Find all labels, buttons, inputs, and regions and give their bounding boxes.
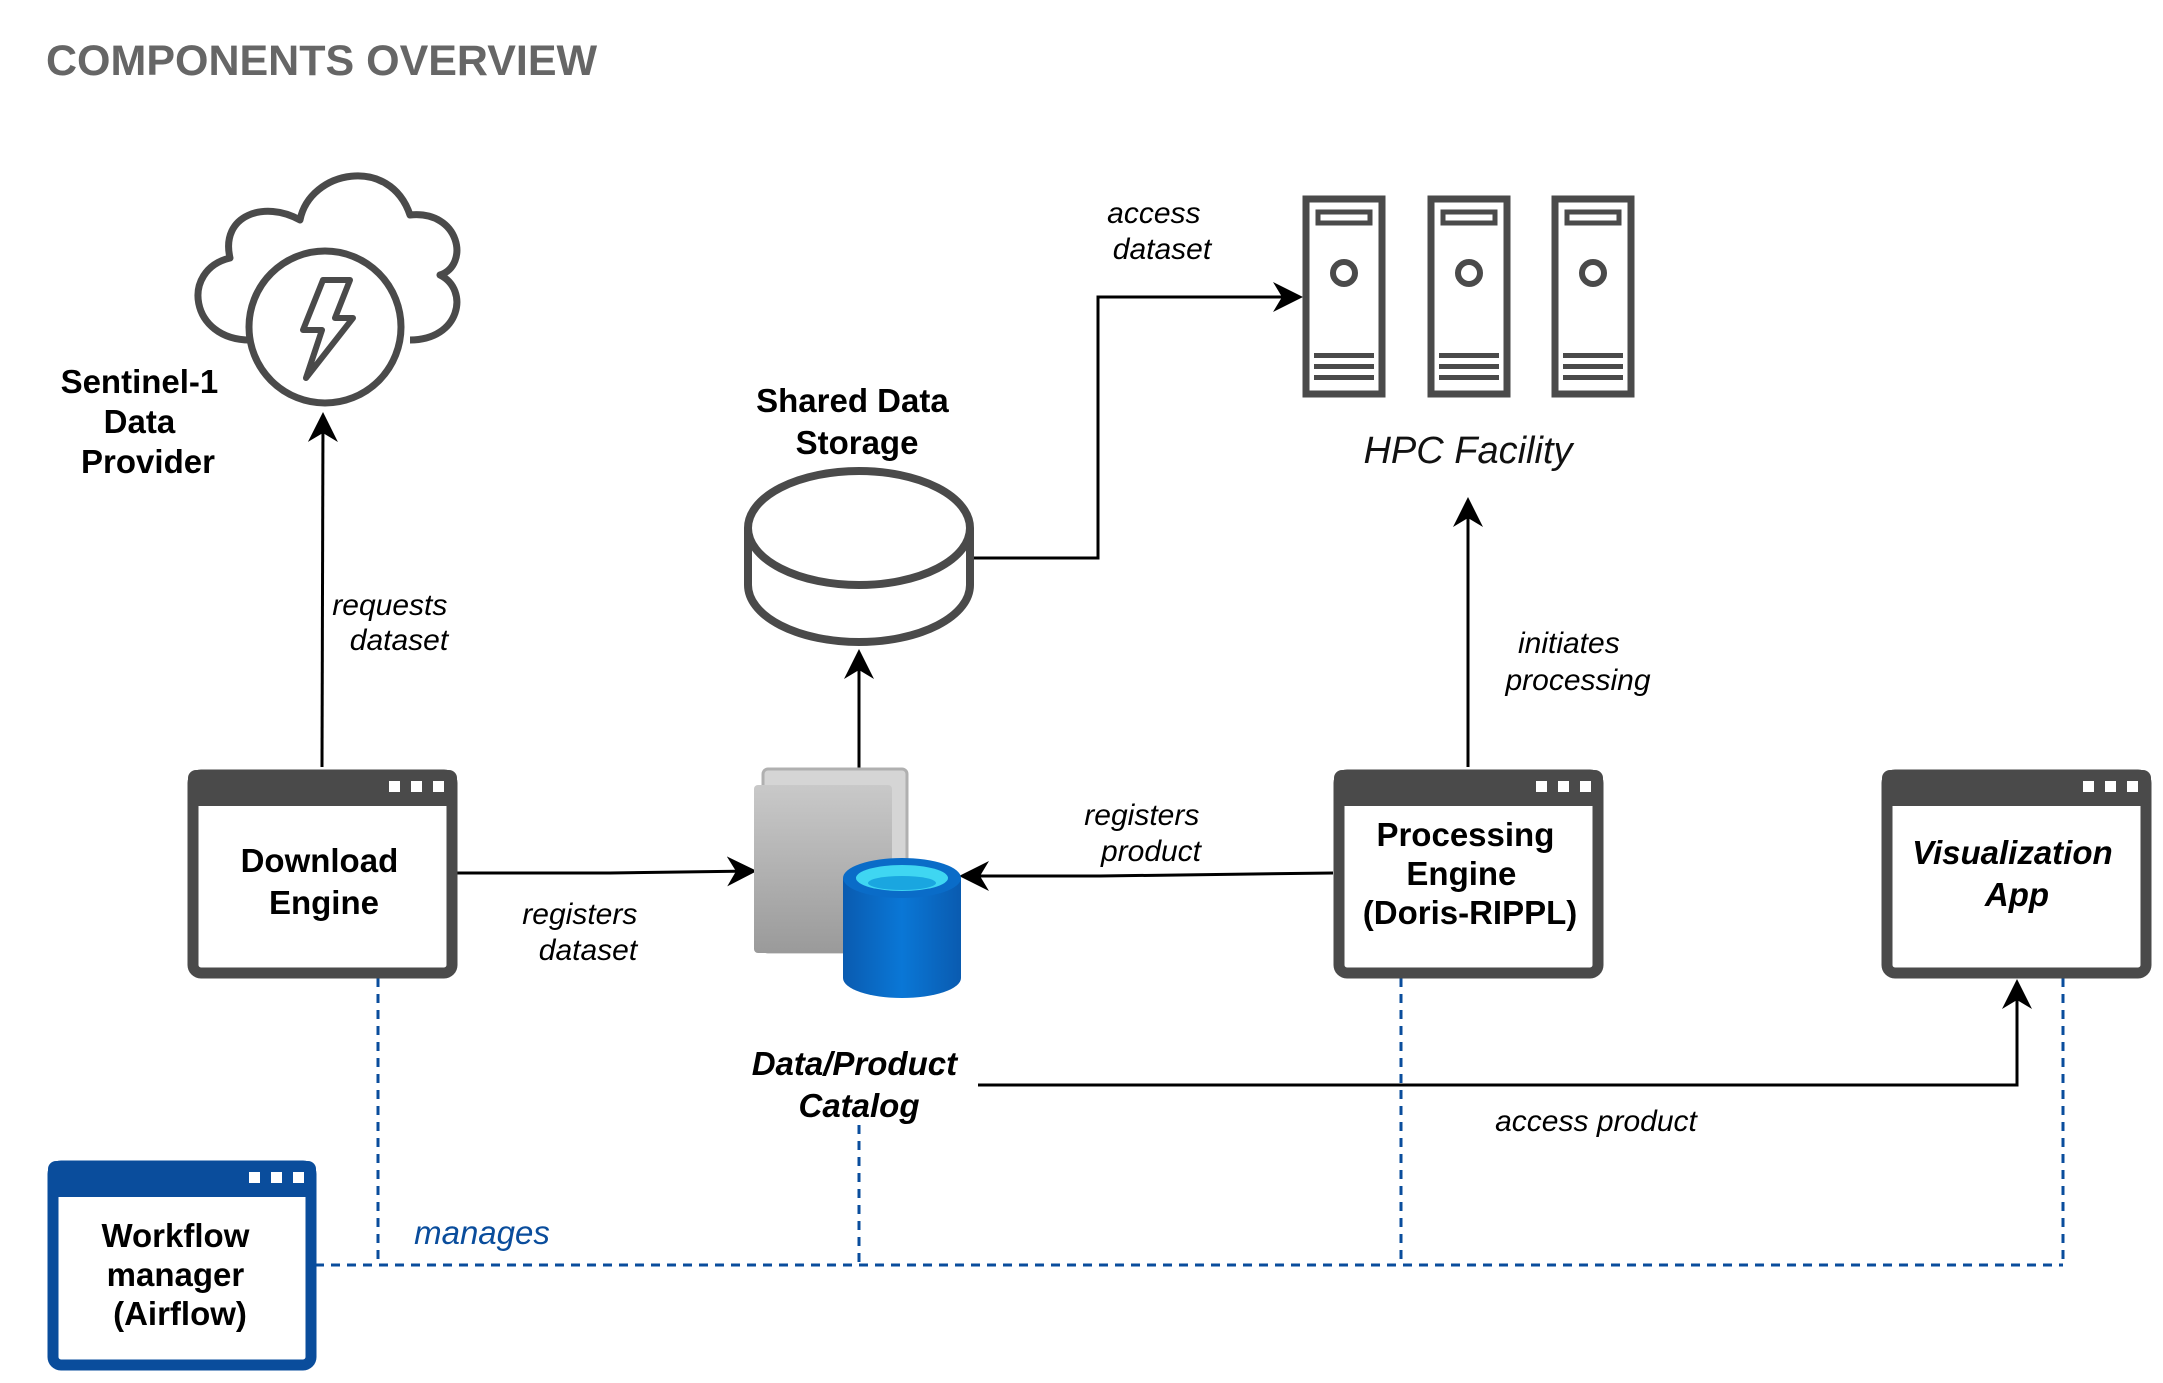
provider-label: Sentinel-1 Data Provider	[61, 363, 228, 480]
edge-registers-dataset	[457, 856, 757, 887]
download-engine-label: Download Engine	[241, 842, 408, 921]
hpc-label: HPC Facility	[1363, 430, 1574, 472]
processing-engine-window: Processing Engine (Doris-RIPPL)	[1333, 769, 1604, 979]
catalog-database-icon	[754, 767, 961, 998]
manages-connectors	[315, 978, 2065, 1267]
page-title: COMPONENTS OVERVIEW	[46, 37, 598, 85]
label-requests-dataset: requests dataset	[332, 589, 455, 657]
workflow-manager-label: Workflow manager (Airflow)	[101, 1217, 258, 1332]
label-registers-dataset: registers dataset	[522, 898, 645, 967]
label-manages: manages	[414, 1214, 550, 1251]
cloud-lightning-icon	[194, 172, 461, 407]
edge-registers-product	[959, 861, 1334, 891]
workflow-manager-window: Workflow manager (Airflow)	[47, 1160, 317, 1371]
database-cylinder-icon	[744, 467, 974, 646]
download-engine-window: Download Engine	[187, 769, 458, 979]
edge-access-dataset	[970, 282, 1303, 560]
visualization-app-label: Visualization App	[1912, 834, 2122, 913]
catalog-label: Data/Product Catalog	[752, 1045, 967, 1124]
label-access-product: access product	[1495, 1105, 1698, 1138]
storage-label: Shared Data Storage	[756, 382, 958, 461]
server-rack-icon	[1302, 195, 1635, 398]
label-initiates-processing: initiates processing	[1504, 627, 1650, 697]
label-registers-product: registers product	[1084, 799, 1207, 868]
edge-access-product	[978, 979, 2032, 1087]
edge-requests-dataset	[307, 412, 338, 768]
label-access-dataset: access dataset	[1107, 197, 1213, 266]
processing-engine-label: Processing Engine (Doris-RIPPL)	[1363, 816, 1578, 931]
visualization-app-window: Visualization App	[1881, 769, 2152, 979]
